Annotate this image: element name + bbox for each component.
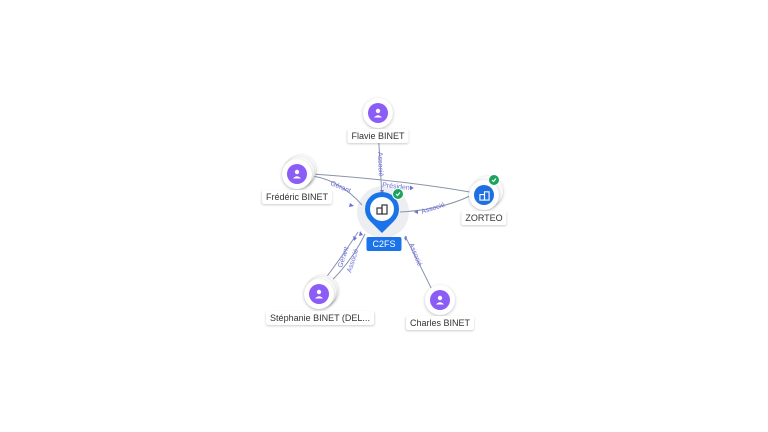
person-icon xyxy=(430,290,450,310)
node-stephanie[interactable] xyxy=(304,275,338,309)
node-label[interactable]: ZORTEO xyxy=(461,211,507,225)
node-frederic[interactable] xyxy=(282,155,316,189)
arrow-frederic-gerant xyxy=(349,203,354,207)
arrow-frederic-president xyxy=(410,186,414,190)
arrow-stephanie-gerant xyxy=(353,236,357,241)
edge-label: Associé xyxy=(420,202,446,216)
node-label[interactable]: Frédéric BINET xyxy=(261,190,333,204)
person-icon xyxy=(309,284,329,304)
edge-frederic-president xyxy=(311,173,471,193)
arrow-charles xyxy=(404,236,407,241)
node-flavie[interactable] xyxy=(363,98,393,128)
person-icon xyxy=(368,103,388,123)
node-charles[interactable] xyxy=(425,285,455,315)
node-label[interactable]: Charles BINET xyxy=(405,316,475,330)
person-icon xyxy=(287,164,307,184)
center-inner xyxy=(370,197,394,221)
center-node[interactable] xyxy=(357,184,409,238)
building-icon xyxy=(474,185,494,205)
arrow-stephanie-associe xyxy=(359,231,363,236)
arrow-zorteo xyxy=(414,210,418,214)
center-label[interactable]: C2FS xyxy=(366,237,402,251)
building-icon xyxy=(376,204,388,215)
edge-zorteo-associe xyxy=(399,195,471,213)
edge-label: Gérant xyxy=(329,180,352,195)
verified-icon xyxy=(392,188,404,200)
edge-label: Associé xyxy=(376,152,384,177)
node-zorteo[interactable] xyxy=(469,174,503,210)
edge-label: Associé xyxy=(407,242,423,267)
edge-frederic-gerant xyxy=(311,175,363,206)
node-label[interactable]: Stéphanie BINET (DEL... xyxy=(266,311,374,325)
node-label[interactable]: Flavie BINET xyxy=(347,129,409,143)
edge-label: Président xyxy=(382,182,412,192)
verified-icon xyxy=(488,174,500,186)
